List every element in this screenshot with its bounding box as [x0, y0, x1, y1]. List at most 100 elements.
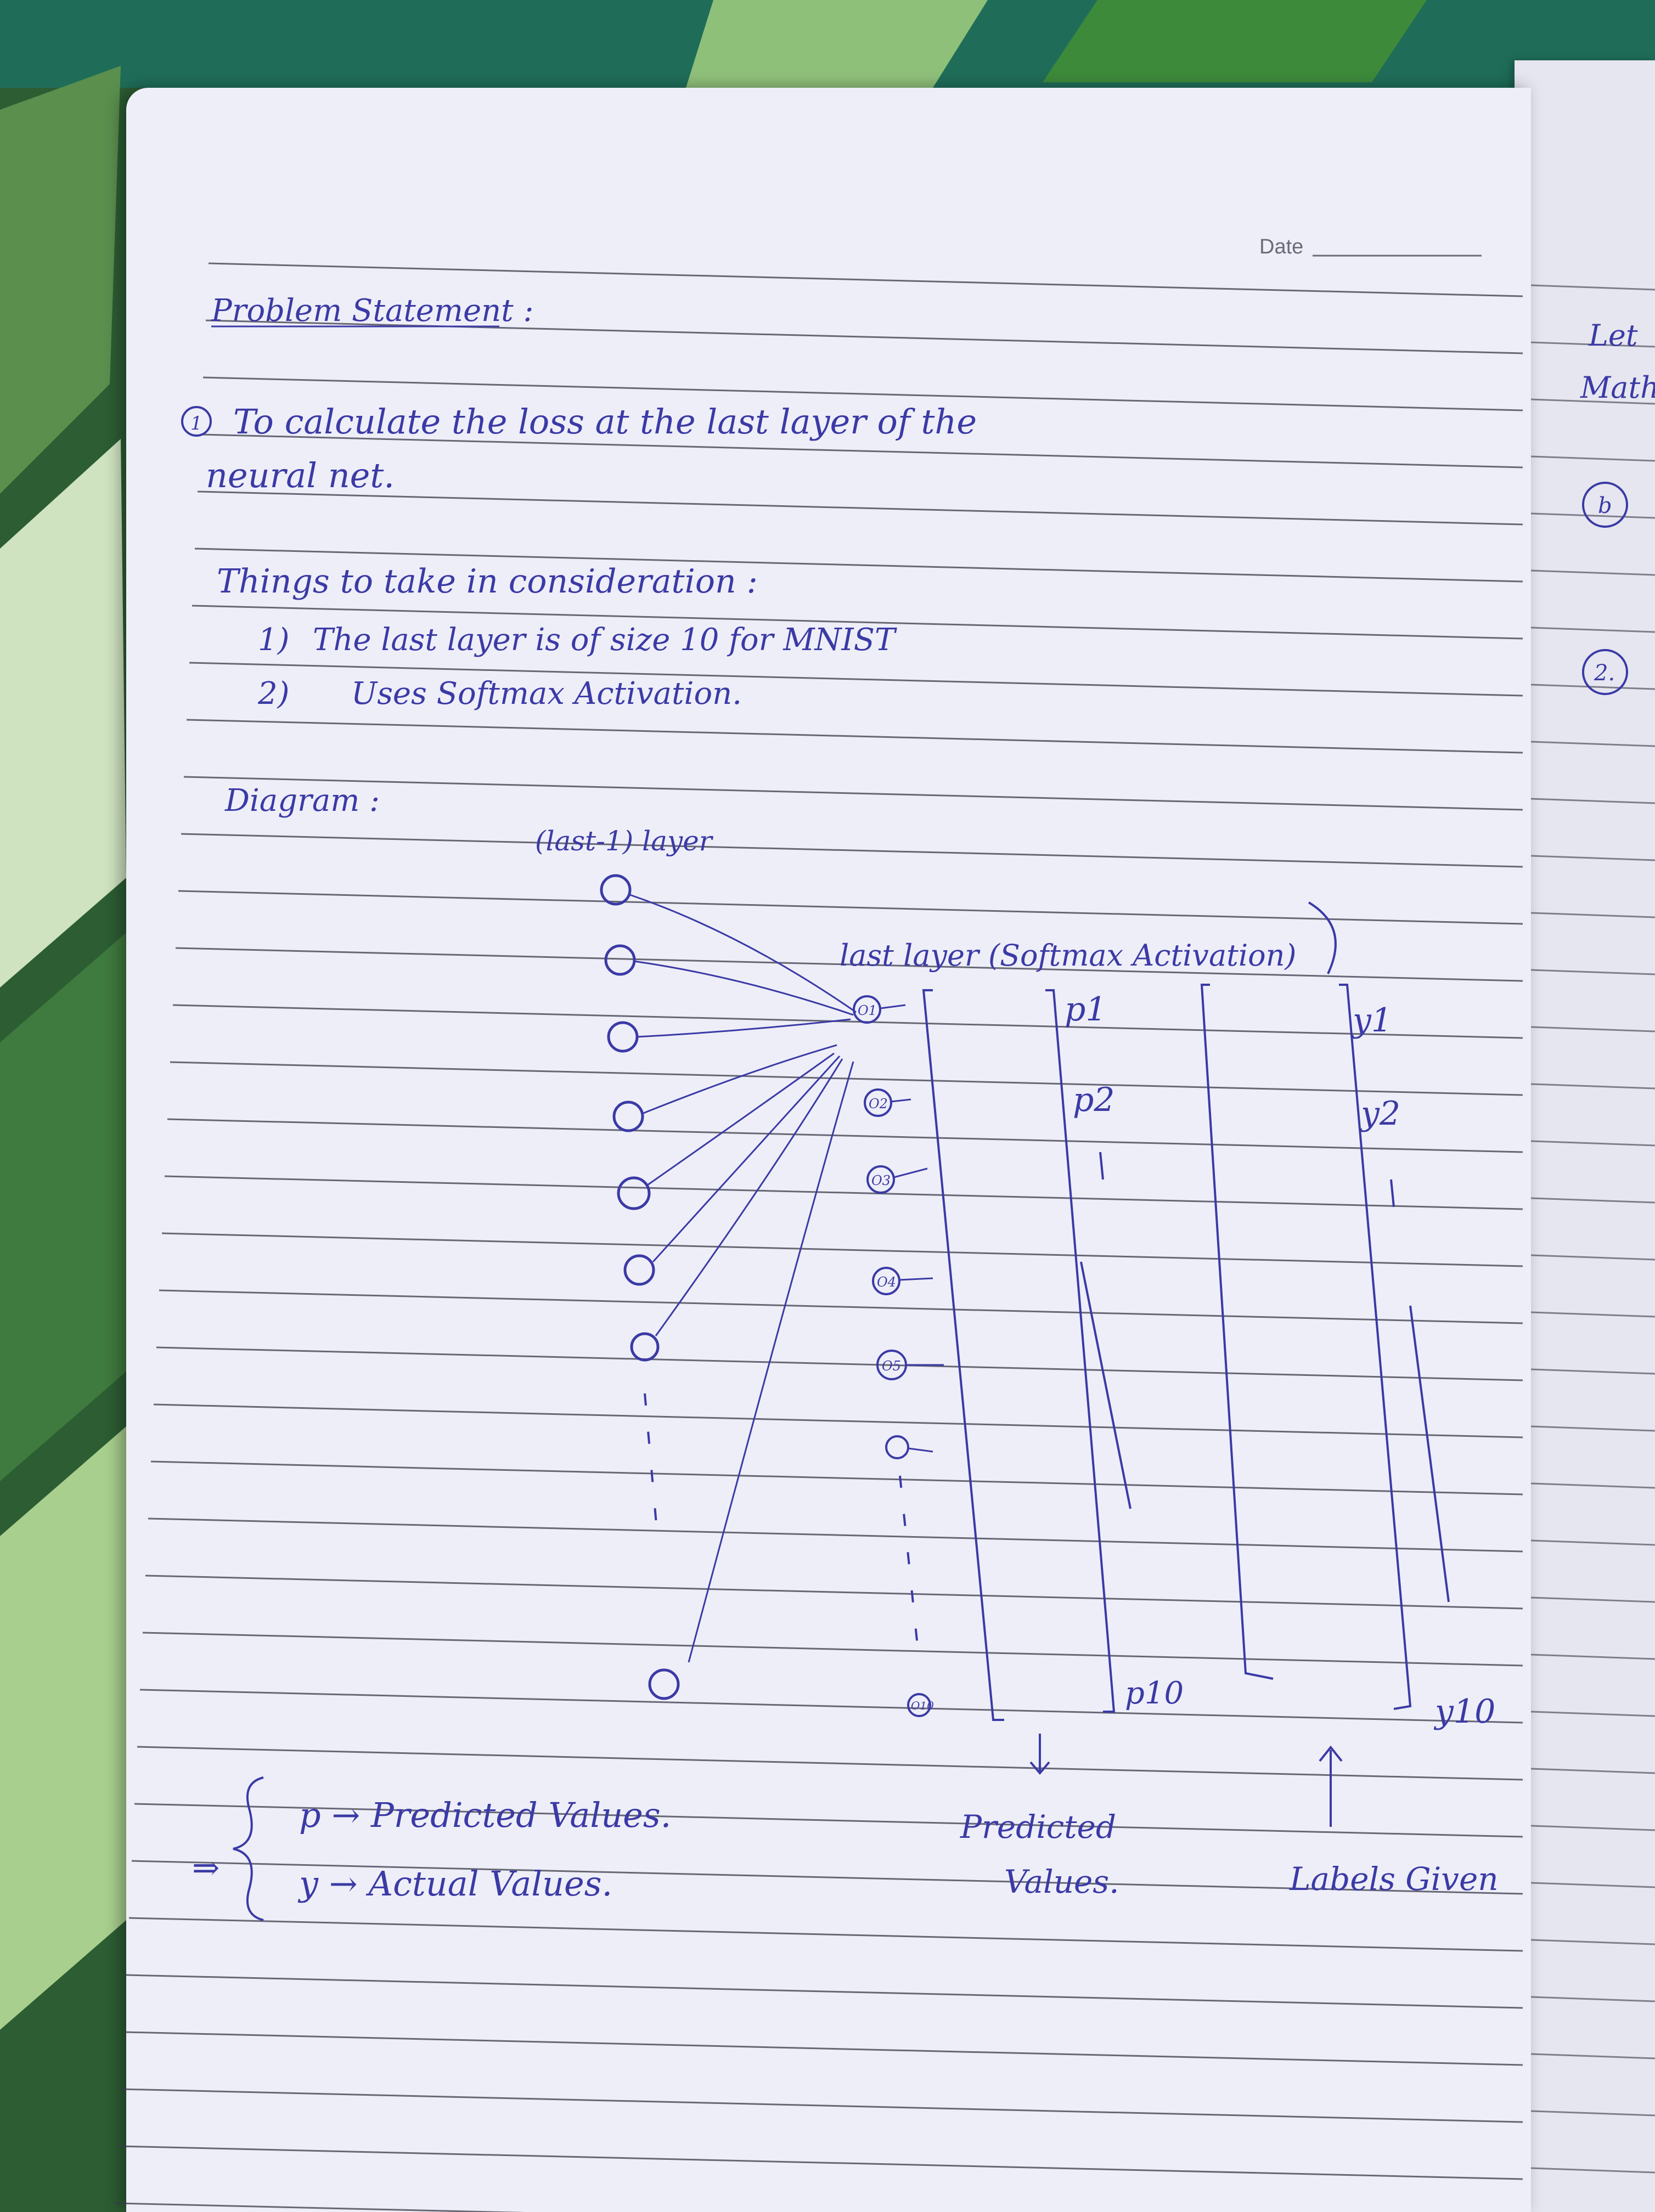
column-stroke — [1390, 1179, 1395, 1207]
output-nodes: O1 O2 O3 O4 O5 O10 — [853, 995, 944, 1717]
column-stroke — [1409, 1305, 1450, 1602]
consideration-2-text: Uses Softmax Activation. — [351, 676, 742, 712]
adjacent-ruled-line — [1530, 1026, 1655, 1032]
output-node-label: O10 — [911, 1699, 934, 1712]
ruled-line — [117, 2145, 1523, 2180]
prev-node — [600, 874, 632, 906]
output-node-label: O2 — [869, 1096, 888, 1111]
prev-node — [617, 1176, 651, 1210]
output-node-label: O1 — [858, 1003, 877, 1018]
output-node — [885, 1435, 909, 1459]
adjacent-page — [1515, 60, 1655, 2212]
ruled-line — [128, 1917, 1523, 1952]
labels-bracket-left — [1200, 984, 1274, 1680]
labels-column — [1200, 984, 1450, 1710]
ruled-line — [161, 1232, 1523, 1267]
connection-line — [652, 1055, 841, 1263]
consideration-1-text: The last layer is of size 10 for MNIST — [313, 622, 897, 658]
label-y2: y2 — [1359, 1094, 1400, 1133]
adjacent-page-notes: Let Math b 2. — [1580, 318, 1655, 695]
adjacent-ruled-line — [1530, 912, 1655, 918]
legend-item-y: y → Actual Values. — [297, 1864, 612, 1904]
output-node — [907, 1693, 931, 1717]
objective-line-2: neural net. — [206, 455, 395, 495]
labels-bracket-right — [1339, 984, 1412, 1710]
ruled-line — [159, 1289, 1523, 1324]
prev-node — [623, 1254, 655, 1286]
objective-line-1: To calculate the loss at the last layer … — [233, 402, 977, 442]
adjacent-circle — [1582, 649, 1628, 695]
prev-layer-nodes — [600, 874, 680, 1700]
ruled-line — [123, 2031, 1523, 2066]
consideration-1-number: 1) — [258, 622, 289, 658]
predicted-caption-1: Predicted — [960, 1808, 1116, 1846]
adjacent-ruled-line — [1530, 855, 1655, 861]
ruled-line — [202, 376, 1523, 411]
network-diagram: (last-1) layer last layer (Softmax Activ… — [535, 825, 1499, 1900]
adjacent-ruled-line — [1530, 627, 1655, 633]
adjacent-ruled-line — [1530, 1140, 1655, 1147]
adjacent-ruled-line — [1530, 684, 1655, 690]
item-marker-circle — [181, 406, 212, 437]
adjacent-fragment: Math — [1580, 370, 1655, 405]
ruled-line — [178, 890, 1523, 925]
adjacent-ruled-line — [1530, 1368, 1655, 1375]
label-y10: y10 — [1433, 1692, 1495, 1731]
ruled-line — [156, 1346, 1523, 1381]
connection-line — [628, 893, 857, 1013]
ruled-line — [137, 1746, 1523, 1781]
label-y1: y1 — [1351, 1001, 1392, 1040]
ruled-lines — [115, 262, 1523, 2212]
column-stroke — [1080, 1261, 1132, 1509]
last-layer-label: last layer (Softmax Activation) — [840, 938, 1296, 973]
ruled-line — [197, 490, 1523, 526]
output-arrow — [893, 1167, 928, 1178]
ruled-line — [183, 776, 1523, 811]
predicted-caption-2: Values. — [1004, 1863, 1119, 1900]
adjacent-ruled-line — [1530, 1596, 1655, 1603]
output-arrow — [880, 1004, 906, 1009]
ruled-line — [120, 2088, 1523, 2123]
ruled-line — [150, 1460, 1523, 1496]
objective-marker: 1 — [190, 413, 202, 435]
adjacent-ruled-line — [1530, 1539, 1655, 1546]
legend-item-p: p → Predicted Values. — [299, 1795, 671, 1835]
output-node — [853, 995, 881, 1024]
legend-brace — [233, 1776, 264, 1921]
output-node — [866, 1165, 895, 1194]
ruled-line — [145, 1575, 1523, 1610]
predicted-p10: p10 — [1125, 1675, 1184, 1711]
output-layer-dots — [899, 1475, 919, 1646]
adjacent-ruled-line — [1530, 398, 1655, 405]
prev-node — [612, 1101, 644, 1132]
output-arrow — [891, 1098, 911, 1103]
output-arrow — [908, 1447, 933, 1453]
adjacent-ruled-line — [1530, 2167, 1655, 2174]
output-node-label: O4 — [877, 1274, 896, 1290]
prev-node — [630, 1332, 660, 1362]
legend: ⇒ p → Predicted Values. y → Actual Value… — [192, 1776, 671, 1921]
considerations-title: Things to take in consideration : — [217, 562, 758, 601]
date-label: Date — [1259, 235, 1303, 258]
ruled-line — [194, 548, 1523, 583]
adjacent-ruled-line — [1530, 1254, 1655, 1261]
adjacent-ruled-line — [1530, 1311, 1655, 1318]
adjacent-ruled-line — [1530, 1711, 1655, 1717]
adjacent-ruled-line — [1530, 284, 1655, 291]
output-node-label: O3 — [871, 1173, 891, 1188]
column-stroke — [1099, 1152, 1104, 1180]
adjacent-ruled-line — [1530, 969, 1655, 975]
connection-line — [655, 1058, 843, 1336]
adjacent-ruled-line — [1530, 1996, 1655, 2002]
ruled-line — [126, 1974, 1523, 2009]
ruled-line — [186, 719, 1523, 754]
adjacent-ruled-line — [1530, 341, 1655, 348]
ruled-line — [181, 833, 1523, 868]
prev-layer-dots — [644, 1393, 658, 1537]
predicted-values-column — [922, 989, 1132, 1721]
connection-line — [633, 960, 854, 1016]
ruled-line — [167, 1118, 1523, 1153]
adjacent-ruled-line — [1530, 1654, 1655, 1660]
ruled-line — [170, 1061, 1523, 1096]
adjacent-ruled-line — [1530, 1825, 1655, 1831]
